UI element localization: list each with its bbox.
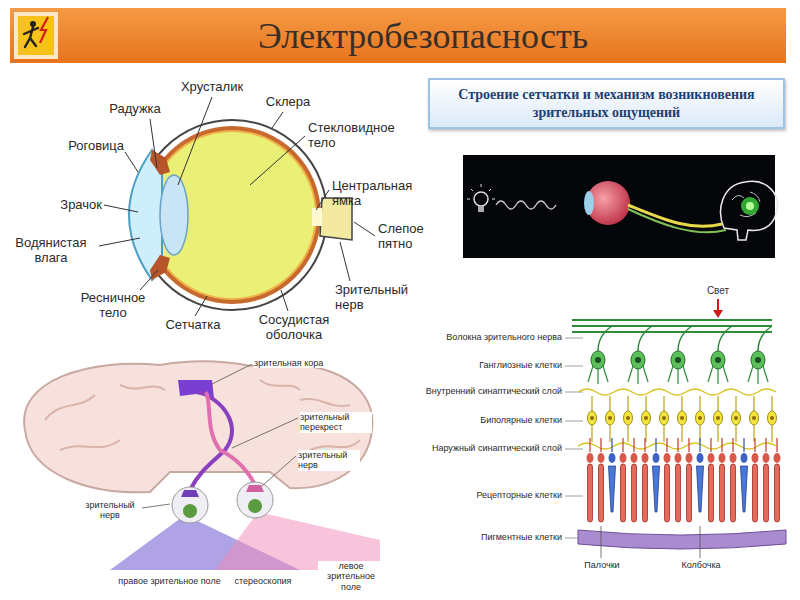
- part-label: Наружный синаптический слой: [407, 443, 562, 453]
- part-label: Хрусталик: [172, 80, 252, 95]
- part-label: Ганглиозные клетки: [407, 360, 562, 370]
- part-label: Слепое пятно: [378, 222, 440, 252]
- part-label: Радужка: [100, 102, 170, 117]
- part-label: правое зрительное поле: [112, 576, 227, 586]
- part-label: Колбочка: [672, 560, 730, 570]
- part-label: Роговица: [48, 139, 124, 154]
- slide-title: Электробезопасность: [62, 8, 784, 63]
- box-text: Строение сетчатки и механизм возникновен…: [430, 82, 783, 125]
- part-label: стереоскопия: [228, 576, 298, 586]
- part-label: Зрачок: [40, 198, 102, 213]
- part-label: Свет: [698, 285, 738, 297]
- part-label: Сетчатка: [154, 318, 232, 333]
- part-label: зрительный перекрест: [300, 412, 372, 433]
- box-text-group: Строение сетчатки и механизм возникновен…: [430, 82, 783, 125]
- part-label: зрительная кора: [254, 358, 334, 368]
- info-box: Строение сетчатки и механизм возникновен…: [428, 78, 785, 129]
- part-label: Волокна зрительного нерва: [407, 332, 562, 342]
- part-label: Склера: [258, 95, 318, 110]
- part-label: зрительный нерв: [298, 450, 360, 471]
- part-label: Внутренний синаптический слой: [407, 386, 562, 396]
- part-label: Биполярные клетки: [407, 415, 562, 425]
- part-label: Центральная ямка: [332, 179, 427, 209]
- part-label: Водянистая влага: [5, 236, 97, 266]
- part-label: Сосудистая оболочка: [248, 313, 340, 343]
- part-label: Пигментные клетки: [407, 532, 562, 542]
- part-label: Зрительный нерв: [335, 283, 423, 313]
- part-label: левое зрительное поле: [318, 561, 384, 592]
- part-label: Ресничное тело: [72, 291, 154, 321]
- part-label: Рецепторные клетки: [407, 490, 562, 500]
- part-label: Палочки: [576, 560, 628, 570]
- part-label: зрительный нерв: [80, 500, 140, 521]
- part-label: Стекловидное тело: [308, 121, 408, 151]
